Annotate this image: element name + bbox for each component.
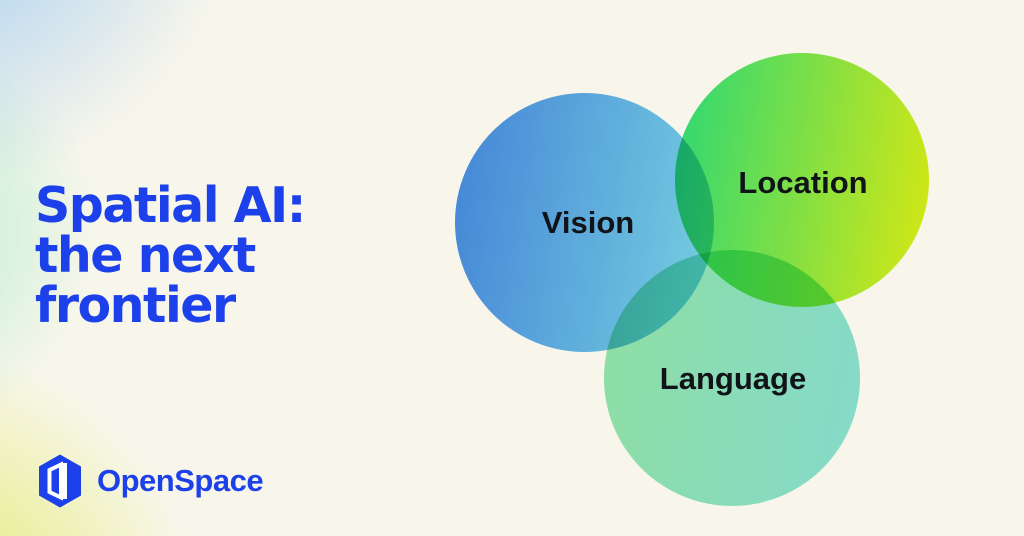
- venn-label-location: Location: [738, 165, 868, 200]
- brand-lockup: OpenSpace: [36, 454, 264, 508]
- title-line-1: Spatial AI:: [35, 177, 306, 234]
- venn-circle-language: [604, 250, 860, 506]
- openspace-logo-icon: [39, 454, 81, 508]
- page-title: Spatial AI: the next frontier: [35, 177, 306, 334]
- venn-label-language: Language: [659, 361, 807, 396]
- venn-label-vision: Vision: [541, 205, 635, 240]
- title-line-3: frontier: [35, 277, 236, 334]
- brand-name: OpenSpace: [97, 463, 264, 498]
- title-line-2: the next: [35, 227, 256, 284]
